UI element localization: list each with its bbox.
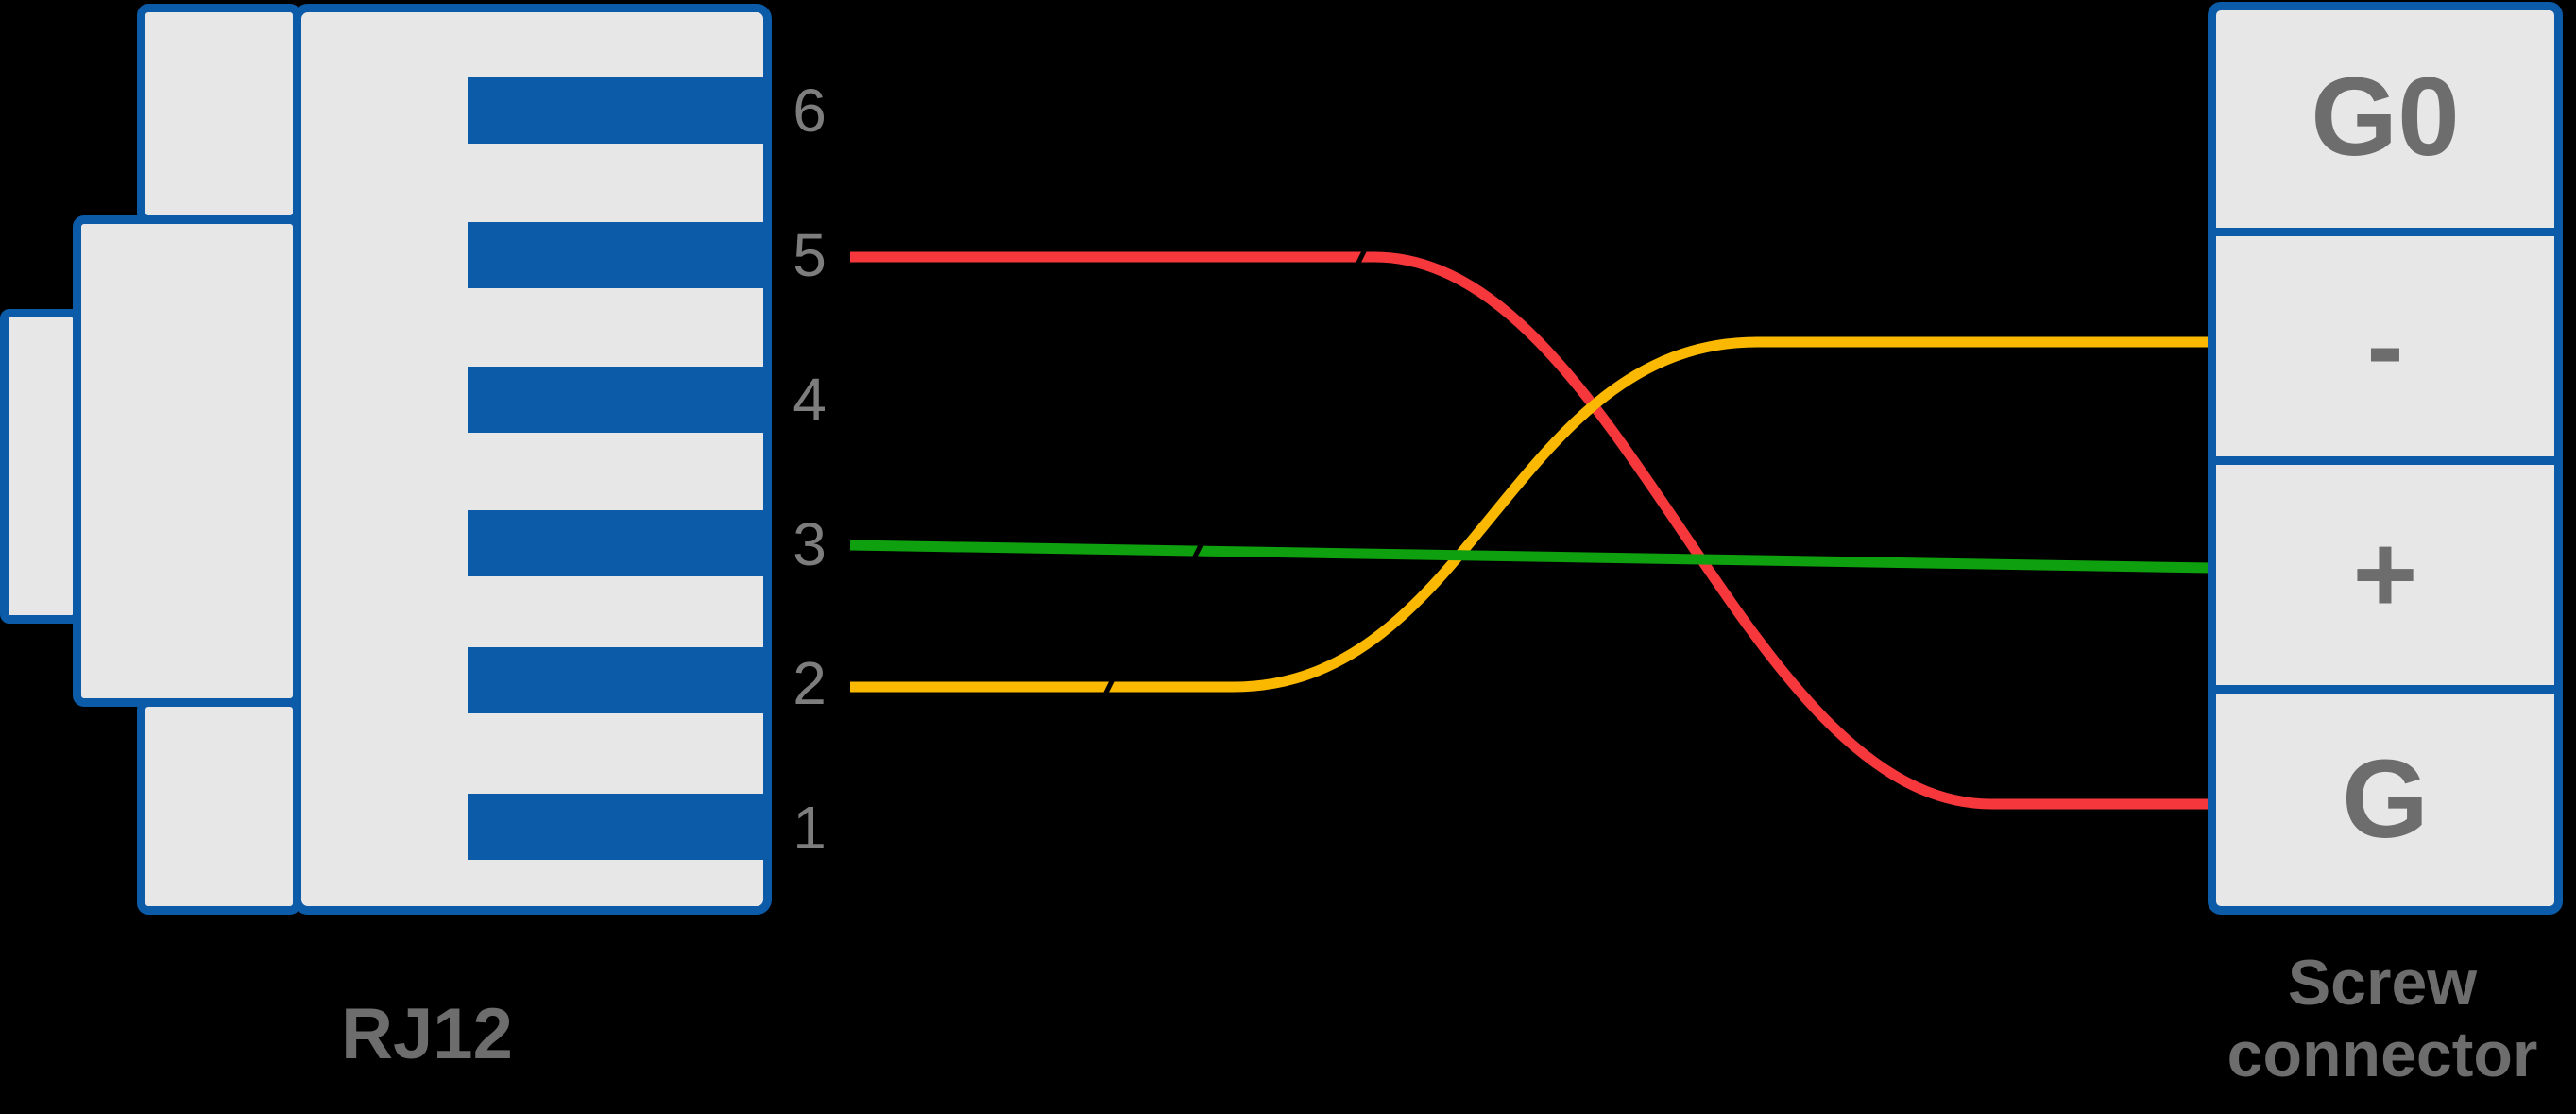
green-wire-cut-mark	[1188, 536, 1207, 566]
terminal-cell-g0: G0	[2311, 55, 2460, 180]
screw-caption-line1: Screw	[2287, 947, 2478, 1019]
rj12-pin6-contact-bar	[468, 77, 763, 144]
rj12-pin3-contact-bar	[468, 510, 763, 576]
pin-label-5: 5	[793, 221, 827, 289]
terminal-divider-1	[2214, 228, 2560, 236]
rj12-pin2-contact-bar	[468, 647, 763, 713]
pin-label-6: 6	[793, 77, 827, 145]
terminal-cell-minus: -	[2366, 283, 2404, 408]
pin-label-4: 4	[793, 366, 827, 434]
red-wire-cut-mark	[1352, 242, 1371, 272]
rj12-pin5-contact-bar	[468, 222, 763, 288]
terminal-cell-g: G	[2342, 737, 2429, 862]
pin-label-2: 2	[793, 649, 827, 717]
rj12-top-tab	[137, 4, 301, 224]
yellow-wire	[850, 336, 2212, 693]
screw-connector-caption: Screw connector	[2203, 947, 2562, 1090]
yellow-wire-cut-mark	[1100, 672, 1118, 702]
terminal-divider-2	[2214, 456, 2560, 465]
pin-label-1: 1	[793, 794, 827, 862]
terminal-cell-plus: +	[2352, 512, 2418, 637]
red-wire	[850, 251, 2212, 810]
rj12-caption: RJ12	[341, 994, 513, 1074]
screw-caption-line2: connector	[2226, 1019, 2538, 1090]
pin-label-3: 3	[793, 510, 827, 578]
rj12-connector-body	[293, 4, 772, 915]
rj12-bottom-tab	[137, 698, 301, 915]
rj12-pin1-contact-bar	[468, 794, 763, 860]
rj12-pin4-contact-bar	[468, 367, 763, 433]
terminal-divider-3	[2214, 685, 2560, 694]
green-wire	[849, 540, 2213, 574]
